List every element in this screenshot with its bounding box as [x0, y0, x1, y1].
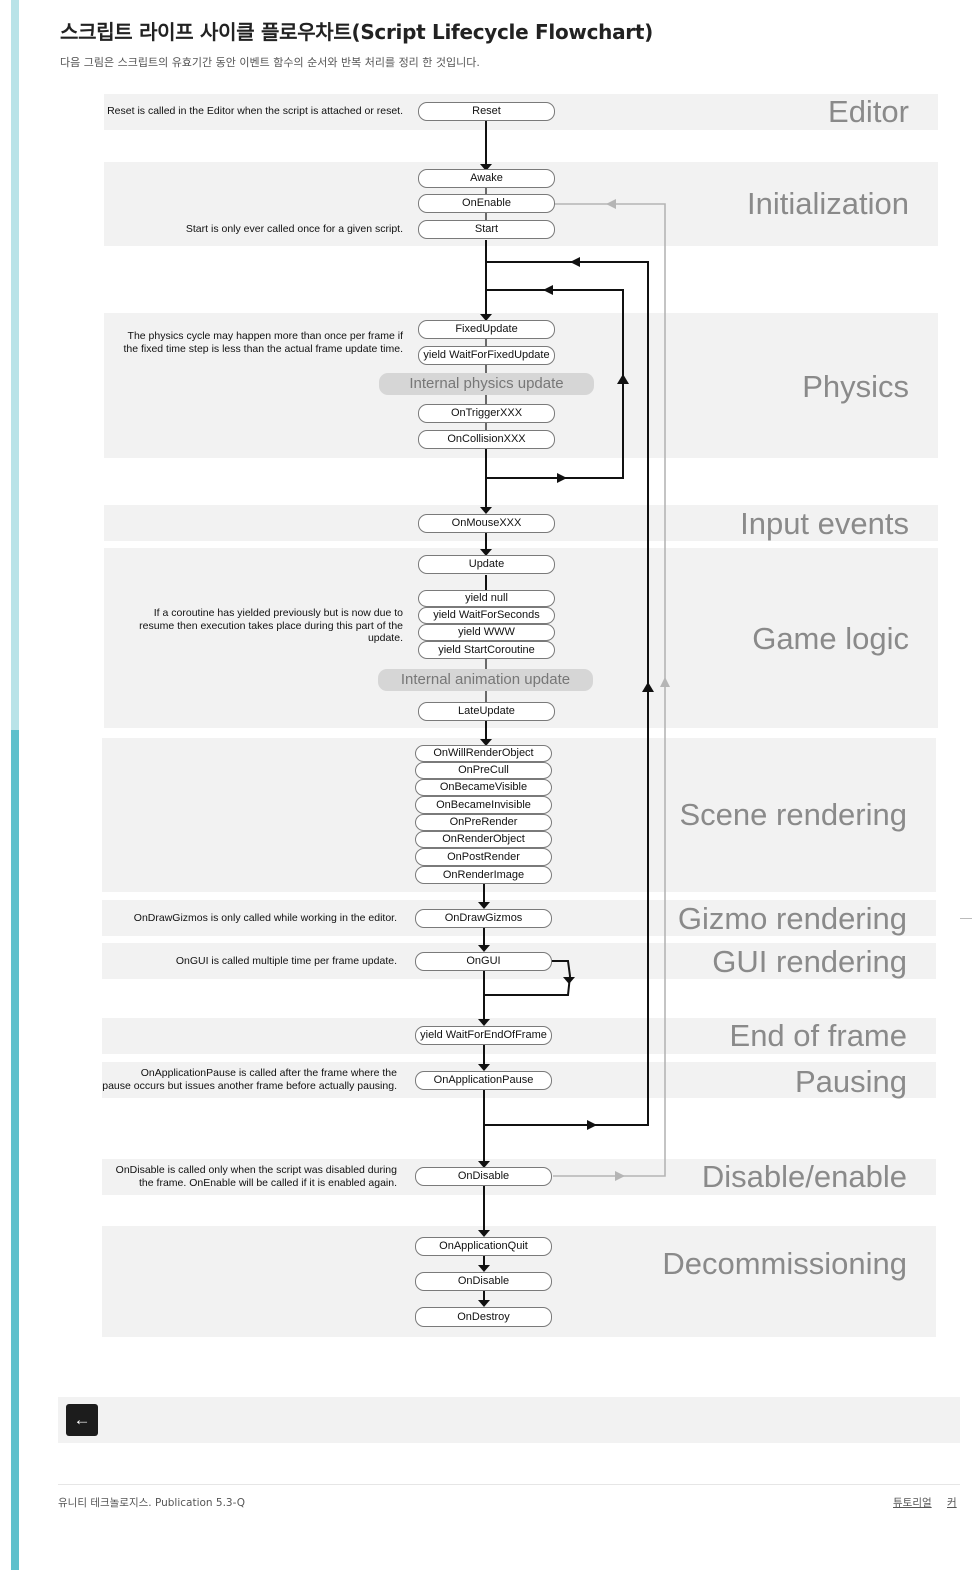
node-fixedupdate: FixedUpdate: [418, 320, 555, 339]
node-oncollisionxxx: OnCollisionXXX: [418, 430, 555, 449]
section-label-initialization: Initialization: [747, 186, 909, 221]
section-label-gizmo-rendering: Gizmo rendering: [677, 901, 907, 936]
section-label-gui-rendering: GUI rendering: [712, 944, 907, 979]
node-awake: Awake: [418, 169, 555, 188]
page-title: 스크립트 라이프 사이클 플로우차트(Script Lifecycle Flow…: [60, 20, 653, 44]
note-start: Start is only ever called once for a giv…: [186, 223, 403, 236]
section-label-disable-enable: Disable/enable: [701, 1159, 907, 1194]
footer-navigation-bar: [58, 1397, 960, 1443]
node-internal-animation-update: Internal animation update: [378, 669, 593, 691]
note-physics: The physics cycle may happen more than o…: [123, 330, 403, 355]
note-gui-text: OnGUI is called multiple time per frame …: [175, 955, 397, 967]
note-reset: Reset is called in the Editor when the s…: [107, 105, 403, 118]
footer-link-community[interactable]: 커: [947, 1497, 957, 1509]
node-update: Update: [418, 555, 555, 574]
node-onapplicationpause: OnApplicationPause: [415, 1071, 552, 1090]
footer-link-tutorials[interactable]: 튜토리얼: [893, 1497, 932, 1509]
note-disable-line: OnDisable is called only when the script…: [115, 1164, 397, 1176]
node-yield-waitforseconds: yield WaitForSeconds: [418, 607, 555, 624]
back-button[interactable]: ←: [66, 1404, 98, 1436]
node-onapplicationquit: OnApplicationQuit: [415, 1237, 552, 1256]
footer-divider: [58, 1484, 960, 1485]
page-subtitle: 다음 그림은 스크립트의 유효기간 동안 이벤트 함수의 순서와 반복 처리를 …: [60, 56, 480, 69]
note-pause-line: OnApplicationPause is called after the f…: [140, 1067, 397, 1079]
node-ondestroy: OnDestroy: [415, 1307, 552, 1327]
node-yield-waitforfixedupdate: yield WaitForFixedUpdate: [418, 346, 555, 365]
section-label-decommissioning: Decommissioning: [662, 1246, 907, 1281]
node-ongui: OnGUI: [415, 952, 552, 971]
accent-bar-bottom: [11, 730, 19, 1570]
node-ondrawgizmos: OnDrawGizmos: [415, 909, 552, 928]
note-reset-text: Reset is called in the Editor when the s…: [107, 105, 403, 117]
node-onbecamevisible: OnBecameVisible: [415, 779, 552, 796]
node-reset: Reset: [418, 102, 555, 121]
section-label-game-logic: Game logic: [752, 621, 909, 656]
section-label-input: Input events: [740, 506, 909, 541]
note-gizmos: OnDrawGizmos is only called while workin…: [134, 912, 397, 925]
copyright-text: 유니티 테크놀로지스. Publication 5.3-Q: [58, 1497, 246, 1509]
node-onrenderimage: OnRenderImage: [415, 866, 552, 884]
section-label-editor: Editor: [828, 94, 909, 129]
node-onwillrenderobject: OnWillRenderObject: [415, 745, 552, 762]
node-ondisable-decommission: OnDisable: [415, 1272, 552, 1291]
note-gui: OnGUI is called multiple time per frame …: [176, 955, 397, 968]
node-ondisable: OnDisable: [415, 1167, 552, 1186]
side-scroll-tick: [960, 918, 972, 919]
note-physics-line: the fixed time step is less than the act…: [123, 342, 403, 355]
note-gizmos-text: OnDrawGizmos is only called while workin…: [133, 912, 397, 924]
note-coroutine-line: resume then execution takes place during…: [139, 619, 403, 632]
note-pause-line: pause occurs but issues another frame be…: [102, 1079, 397, 1092]
node-yield-www: yield WWW: [418, 624, 555, 641]
node-internal-physics-update: Internal physics update: [379, 373, 594, 395]
node-lateupdate: LateUpdate: [418, 702, 555, 721]
note-pause: OnApplicationPause is called after the f…: [102, 1067, 397, 1092]
note-start-text: Start is only ever called once for a giv…: [185, 223, 403, 235]
note-physics-line: The physics cycle may happen more than o…: [127, 330, 403, 342]
section-label-scene-rendering: Scene rendering: [679, 797, 908, 832]
node-yield-startcoroutine: yield StartCoroutine: [418, 641, 555, 659]
accent-bar-top: [11, 0, 19, 730]
node-yield-null: yield null: [418, 590, 555, 607]
note-disable: OnDisable is called only when the script…: [116, 1164, 397, 1189]
note-coroutine: If a coroutine has yielded previously bu…: [139, 607, 403, 645]
node-onprerender: OnPreRender: [415, 814, 552, 831]
node-start: Start: [418, 220, 555, 239]
node-onmousexxx: OnMouseXXX: [418, 514, 555, 533]
note-disable-line: the frame. OnEnable will be called if it…: [139, 1176, 397, 1189]
node-yield-waitforendofframe: yield WaitForEndOfFrame: [415, 1026, 552, 1045]
section-label-physics: Physics: [802, 369, 909, 404]
node-onprecull: OnPreCull: [415, 762, 552, 779]
arrow-left-icon: ←: [73, 1410, 91, 1429]
node-onpostrender: OnPostRender: [415, 848, 552, 866]
node-ontriggerxxx: OnTriggerXXX: [418, 404, 555, 423]
note-coroutine-line: update.: [367, 632, 403, 644]
node-onenable: OnEnable: [418, 194, 555, 213]
node-onrenderobject: OnRenderObject: [415, 831, 552, 848]
section-label-end-of-frame: End of frame: [729, 1018, 907, 1053]
node-onbecameinvisible: OnBecameInvisible: [415, 796, 552, 814]
note-coroutine-line: If a coroutine has yielded previously bu…: [153, 607, 403, 619]
section-label-pausing: Pausing: [794, 1064, 907, 1099]
